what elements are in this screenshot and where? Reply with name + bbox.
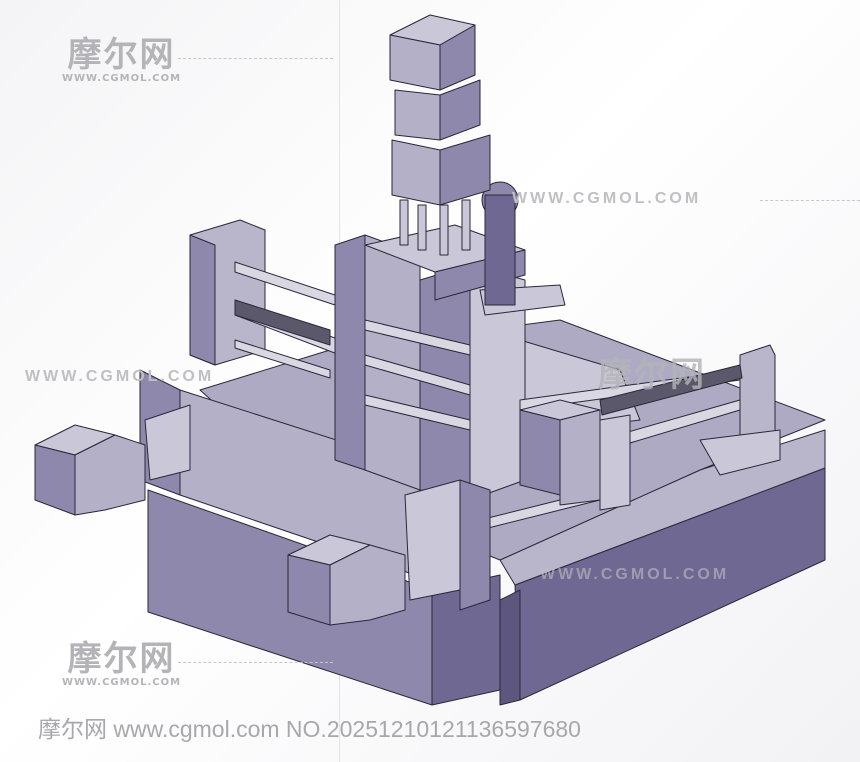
left-end-block xyxy=(189,219,266,366)
watermark-logo-cn: 摩尔网 xyxy=(67,35,176,75)
watermark-logo-en: WWW.CGMOL.COM xyxy=(62,73,182,84)
watermark-logo-cn: 摩尔网 xyxy=(67,639,176,679)
watermark-line-upper: WWW.CGMOL.COM xyxy=(512,190,702,207)
right-stepper-motor xyxy=(519,399,631,511)
watermark-logo-bottom-left: 摩尔网 WWW.CGMOL.COM xyxy=(62,642,181,688)
top-servo-motor xyxy=(389,14,491,256)
front-stepper-motor xyxy=(287,479,491,626)
right-guide-rods xyxy=(364,319,741,531)
watermark-logo-middle-right: 摩尔网 xyxy=(598,358,706,392)
watermark-line-mid: WWW.CGMOL.COM xyxy=(25,368,215,385)
ball-screws xyxy=(234,299,743,416)
right-end-block xyxy=(699,344,781,476)
watermark-logo-cn: 摩尔网 xyxy=(598,355,706,395)
watermark-logo-en: WWW.CGMOL.COM xyxy=(62,677,182,688)
footer-caption: 摩尔网 www.cgmol.com NO.2025121012113659768… xyxy=(38,716,581,742)
watermark-dash xyxy=(178,58,333,59)
left-stepper-motor xyxy=(34,404,191,516)
watermark-dash xyxy=(178,662,333,663)
watermark-logo-top-left: 摩尔网 WWW.CGMOL.COM xyxy=(62,38,181,84)
watermark-dash xyxy=(760,200,860,201)
watermark-line-lower: WWW.CGMOL.COM xyxy=(540,566,730,583)
